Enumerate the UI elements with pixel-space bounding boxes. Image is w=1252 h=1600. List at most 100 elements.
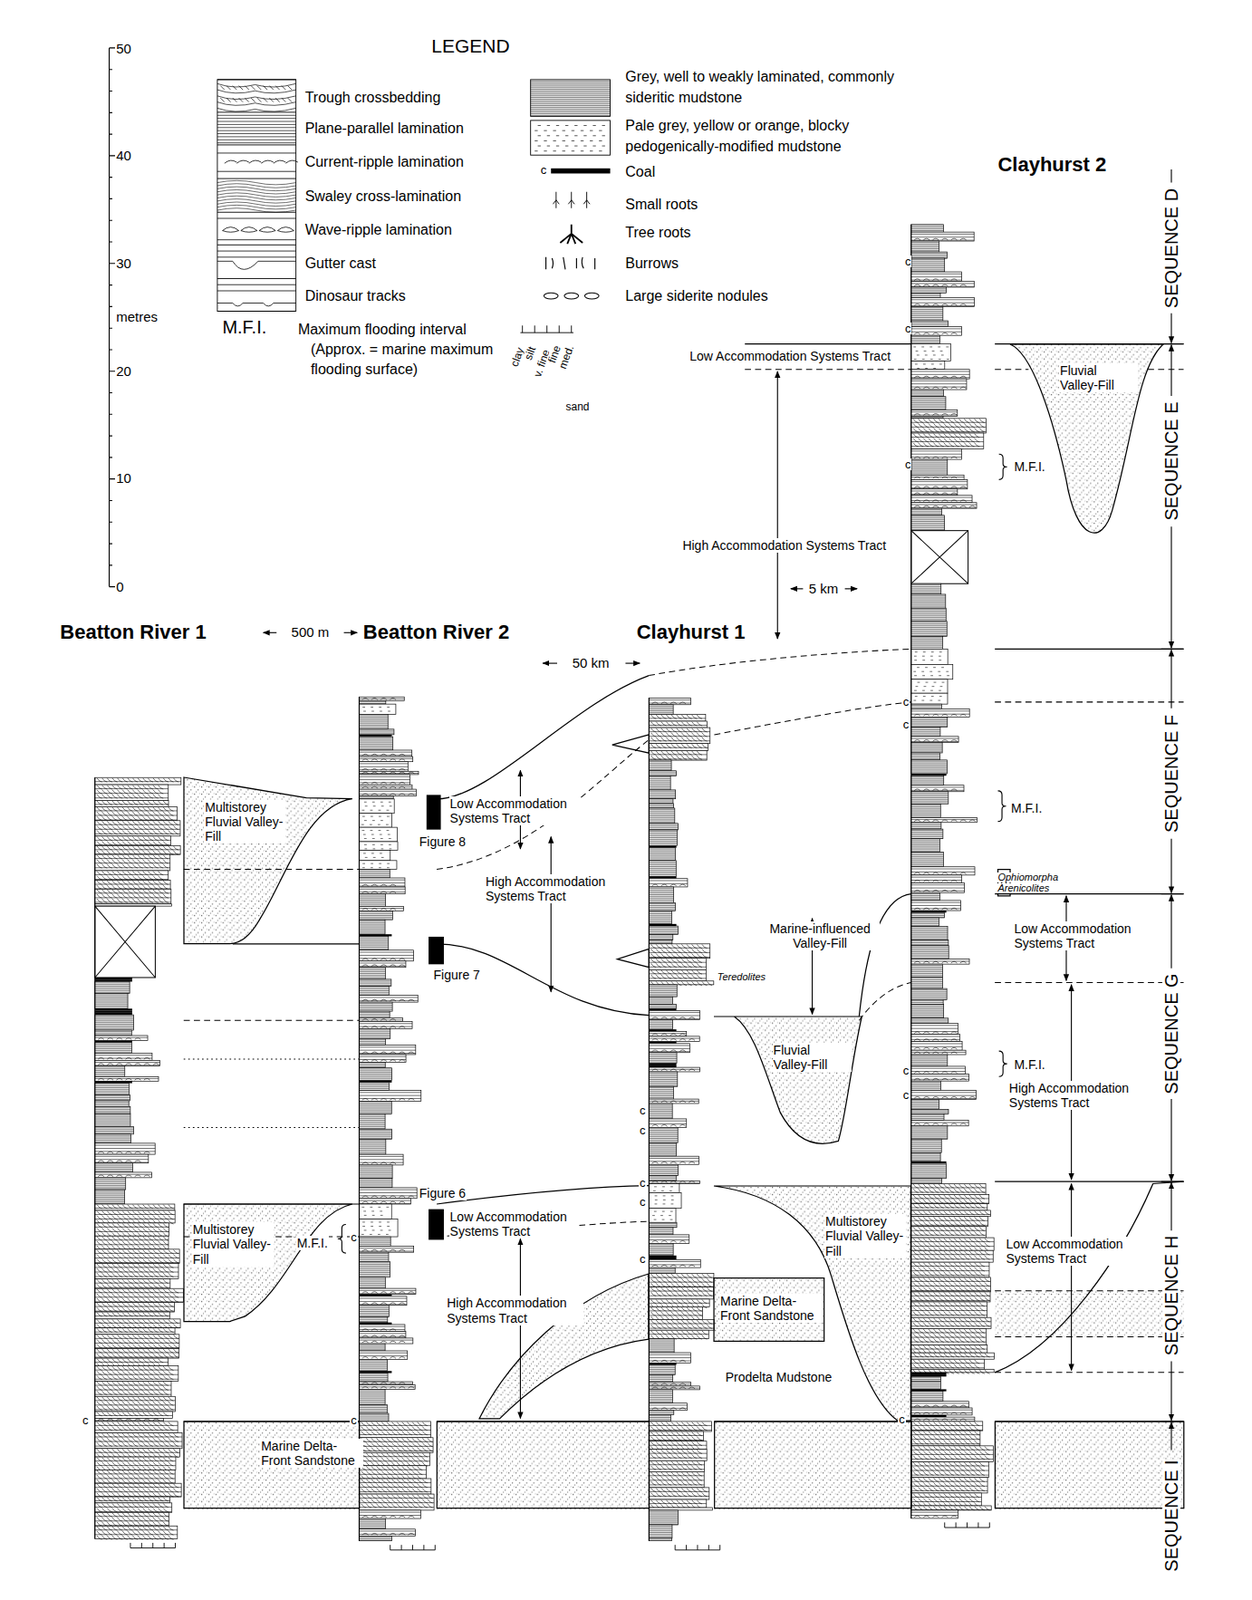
- line: [552, 192, 590, 209]
- line: [911, 225, 944, 231]
- line: [911, 1019, 949, 1023]
- coal-mark: c: [638, 1176, 647, 1189]
- line: [95, 1396, 176, 1410]
- line: [911, 1409, 973, 1415]
- line: [858, 982, 911, 1021]
- line: [911, 283, 974, 287]
- line: [911, 1051, 966, 1054]
- line: [911, 718, 948, 727]
- line: [911, 1262, 990, 1276]
- line: [1170, 1098, 1172, 1181]
- unit-label: Marine Delta-Front Sandstone: [260, 1438, 364, 1468]
- line: [358, 1200, 411, 1204]
- line: [911, 819, 978, 822]
- line: [911, 1076, 970, 1080]
- line: [95, 855, 171, 868]
- legend-text: Large siderite nodules: [624, 286, 769, 307]
- line: [550, 837, 552, 992]
- line: [648, 926, 678, 934]
- annotation: High Accommodation Systems Tract: [484, 874, 623, 904]
- line: [358, 1056, 406, 1061]
- line: [130, 1542, 176, 1549]
- line: [95, 1279, 171, 1288]
- line: [648, 1411, 674, 1414]
- line: [95, 1101, 129, 1106]
- line: [911, 509, 943, 514]
- annotation: Low Accommodation Systems Tract: [1004, 1236, 1134, 1266]
- line: [358, 1069, 392, 1079]
- line: [358, 1344, 386, 1349]
- sequence-label: SEQUENCE H: [1162, 1234, 1181, 1357]
- line: [1161, 1181, 1185, 1183]
- line: [648, 790, 675, 798]
- line: [648, 830, 677, 844]
- line: [911, 477, 964, 480]
- line: [1161, 648, 1185, 650]
- line: [1170, 345, 1172, 396]
- coal-mark: c: [897, 1413, 906, 1426]
- line: [95, 880, 171, 889]
- line: [911, 622, 947, 636]
- line: [95, 1457, 176, 1471]
- line: [648, 1487, 709, 1496]
- line: [95, 785, 169, 799]
- line: [1161, 893, 1185, 895]
- line: [95, 1249, 180, 1262]
- line: [217, 79, 297, 312]
- line: [652, 1211, 674, 1220]
- line: [994, 982, 1184, 983]
- line: [358, 870, 390, 877]
- line: [648, 935, 673, 940]
- line: [1070, 1183, 1072, 1370]
- line: [358, 895, 386, 906]
- line: [358, 1298, 406, 1305]
- line: [94, 777, 96, 1539]
- line: [358, 751, 412, 756]
- line: [95, 1204, 175, 1209]
- line: [358, 1083, 389, 1090]
- line: [364, 844, 392, 849]
- column: Clayhurst 1: [648, 697, 714, 1541]
- line: [648, 700, 691, 704]
- line: [95, 1145, 155, 1154]
- line: [911, 1318, 992, 1327]
- line: [217, 153, 299, 172]
- line: [358, 702, 386, 704]
- annotation: High Accommodation Systems Tract: [681, 538, 887, 553]
- annotation: Low Accommodation Systems Tract: [449, 796, 578, 826]
- line: [911, 927, 948, 940]
- line: [1170, 526, 1172, 648]
- annotation: M.F.I.: [1012, 1057, 1046, 1072]
- line: [648, 1287, 713, 1296]
- line: [994, 1290, 1184, 1291]
- line: [911, 516, 945, 530]
- line: [648, 1376, 673, 1381]
- line: [911, 1068, 966, 1073]
- line: [95, 1334, 180, 1348]
- line: [648, 1128, 678, 1142]
- line: [534, 125, 606, 152]
- line: [95, 1328, 175, 1332]
- legend-samples: [217, 79, 299, 312]
- line: [95, 1223, 170, 1236]
- line: [358, 1326, 405, 1330]
- line: [648, 1144, 676, 1156]
- line: [911, 1082, 942, 1089]
- line: [994, 1181, 1184, 1373]
- line: [911, 299, 975, 307]
- line: [911, 418, 987, 432]
- line: [911, 1036, 961, 1041]
- line: [648, 648, 911, 675]
- line: [358, 1023, 413, 1029]
- line: [911, 1505, 992, 1510]
- line: [648, 1223, 677, 1228]
- line: [648, 1472, 704, 1485]
- line: [648, 1307, 703, 1320]
- line: [648, 1432, 704, 1441]
- line: [911, 743, 943, 752]
- coal-mark: c: [902, 1088, 911, 1101]
- line: [648, 1273, 714, 1287]
- line: [648, 887, 674, 901]
- line: [911, 241, 940, 251]
- line: [648, 1405, 687, 1410]
